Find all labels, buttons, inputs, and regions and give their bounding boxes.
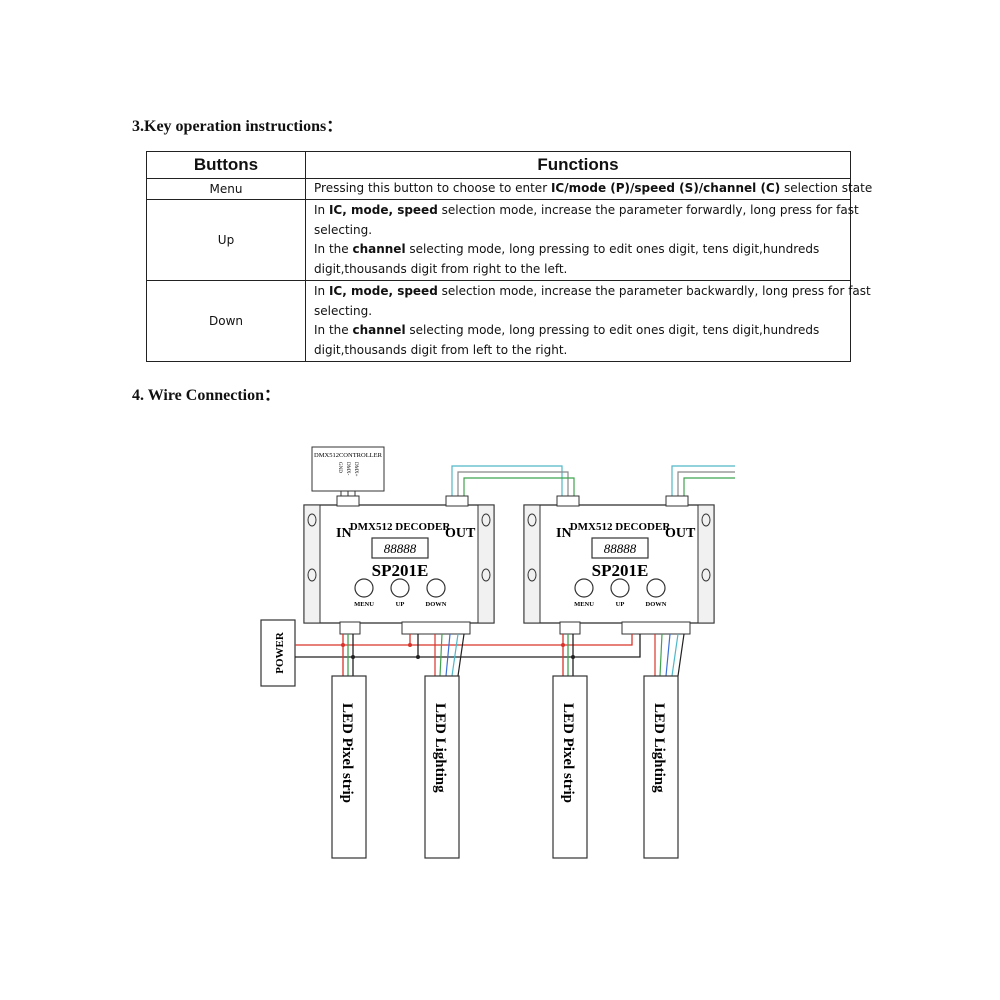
decoder-unit-1: IN OUT DMX512 DECODER 88888 SP201E MENU … [303,495,495,635]
section4-title: 4. Wire Connection： [132,387,281,404]
function-text: channel [352,323,406,337]
digit-display [591,537,649,559]
menu-label: MENU [574,601,594,608]
led-lighting-strip-1: LED Lighting [424,675,460,859]
decoder-in-label: IN [336,526,352,541]
model-label: SP201E [592,561,649,580]
key-operation-table: Buttons Functions Menu Pressing this but… [146,151,872,362]
function-line: selecting. [314,302,842,322]
digit-display [371,537,429,559]
dmx-signal-wires [451,465,735,497]
table-row: Down In IC, mode, speed selection mode, … [146,280,871,362]
function-line: In IC, mode, speed selection mode, incre… [314,282,871,302]
function-text: In [314,203,329,217]
menu-button [354,578,374,598]
up-label: UP [396,601,405,608]
button-name-cell: Down [146,280,306,362]
led-lighting-strip-2: LED Lighting [643,675,679,859]
function-line: digit,thousands digit from right to the … [314,260,842,280]
power-wires [295,634,641,676]
table-header-row: Buttons Functions [146,151,851,179]
function-text: selecting mode, long pressing to edit on… [405,323,820,337]
function-text: channel [352,242,406,256]
decoder-out-label: OUT [445,526,476,541]
terminal-block [339,621,361,635]
controller-pin: DMX- [345,462,350,476]
controller-pin: GND [337,462,342,473]
controller-pin: DMX+ [353,462,358,477]
decoder-title: DMX512 DECODER [570,521,672,533]
down-label: DOWN [426,601,447,608]
menu-label: MENU [354,601,374,608]
function-text: selection state [780,181,873,196]
down-button [646,578,666,598]
power-label: POWER [274,631,286,674]
section3-title: 3.Key operation instructions： [132,118,343,135]
function-text: Pressing this button to choose to enter [314,181,551,196]
function-line: digit,thousands digit from left to the r… [314,341,842,361]
led-lighting-wires [434,633,685,677]
function-line: selecting. [314,221,842,241]
led-pixel-strip-2: LED Pixel strip [552,675,588,859]
function-text: IC, mode, speed [328,203,438,217]
terminal-block [559,621,581,635]
function-text: In the [314,323,353,337]
menu-button [574,578,594,598]
header-buttons: Buttons [146,151,306,179]
strip-label: LED Lighting [432,703,448,793]
function-text: In [314,284,329,298]
function-text: In the [314,242,353,256]
function-cell: In IC, mode, speed selection mode, incre… [305,280,871,362]
table-row: Up In IC, mode, speed selection mode, in… [146,199,859,281]
display-digits: 88888 [604,541,637,556]
function-text: selection mode, increase the parameter f… [437,203,859,217]
function-text: selecting mode, long pressing to edit on… [405,242,820,256]
function-line: In IC, mode, speed selection mode, incre… [314,201,859,221]
button-name-cell: Up [146,199,306,281]
strip-label: LED Pixel strip [560,703,576,803]
controller-label: DMX512CONTROLLER [314,452,383,459]
function-line: Pressing this button to choose to enter … [314,179,872,199]
up-button [610,578,630,598]
function-text: digit,thousands digit from left to the r… [314,342,568,357]
power-supply: POWER [260,619,296,687]
function-text: IC, mode, speed [328,284,438,298]
strip-label: LED Pixel strip [339,703,355,803]
function-line: In the channel selecting mode, long pres… [314,321,842,341]
function-cell: Pressing this button to choose to enter … [305,178,872,200]
terminal-block [621,621,691,635]
strip-label: LED Lighting [651,703,667,793]
led-pixel-strip-1: LED Pixel strip [331,675,367,859]
down-label: DOWN [646,601,667,608]
function-line: In the channel selecting mode, long pres… [314,240,842,260]
function-text: selecting. [314,303,373,318]
decoder-title: DMX512 DECODER [350,521,452,533]
terminal-block [401,621,471,635]
up-label: UP [616,601,625,608]
up-button [390,578,410,598]
down-button [426,578,446,598]
decoder-out-label: OUT [665,526,696,541]
decoder-in-label: IN [556,526,572,541]
table-row: Menu Pressing this button to choose to e… [146,178,872,200]
function-text: selecting. [314,222,373,237]
decoder-unit-2: IN OUT DMX512 DECODER 88888 SP201E MENU … [523,495,715,635]
function-text: digit,thousands digit from right to the … [314,261,568,276]
display-digits: 88888 [384,541,417,556]
function-text: IC/mode (P)/speed (S)/channel (C) [550,181,781,196]
function-text: selection mode, increase the parameter b… [437,284,871,298]
header-functions: Functions [305,151,851,179]
dmx-controller: DMX512CONTROLLER GND DMX- DMX+ [311,446,385,500]
model-label: SP201E [372,561,429,580]
function-cell: In IC, mode, speed selection mode, incre… [305,199,859,281]
